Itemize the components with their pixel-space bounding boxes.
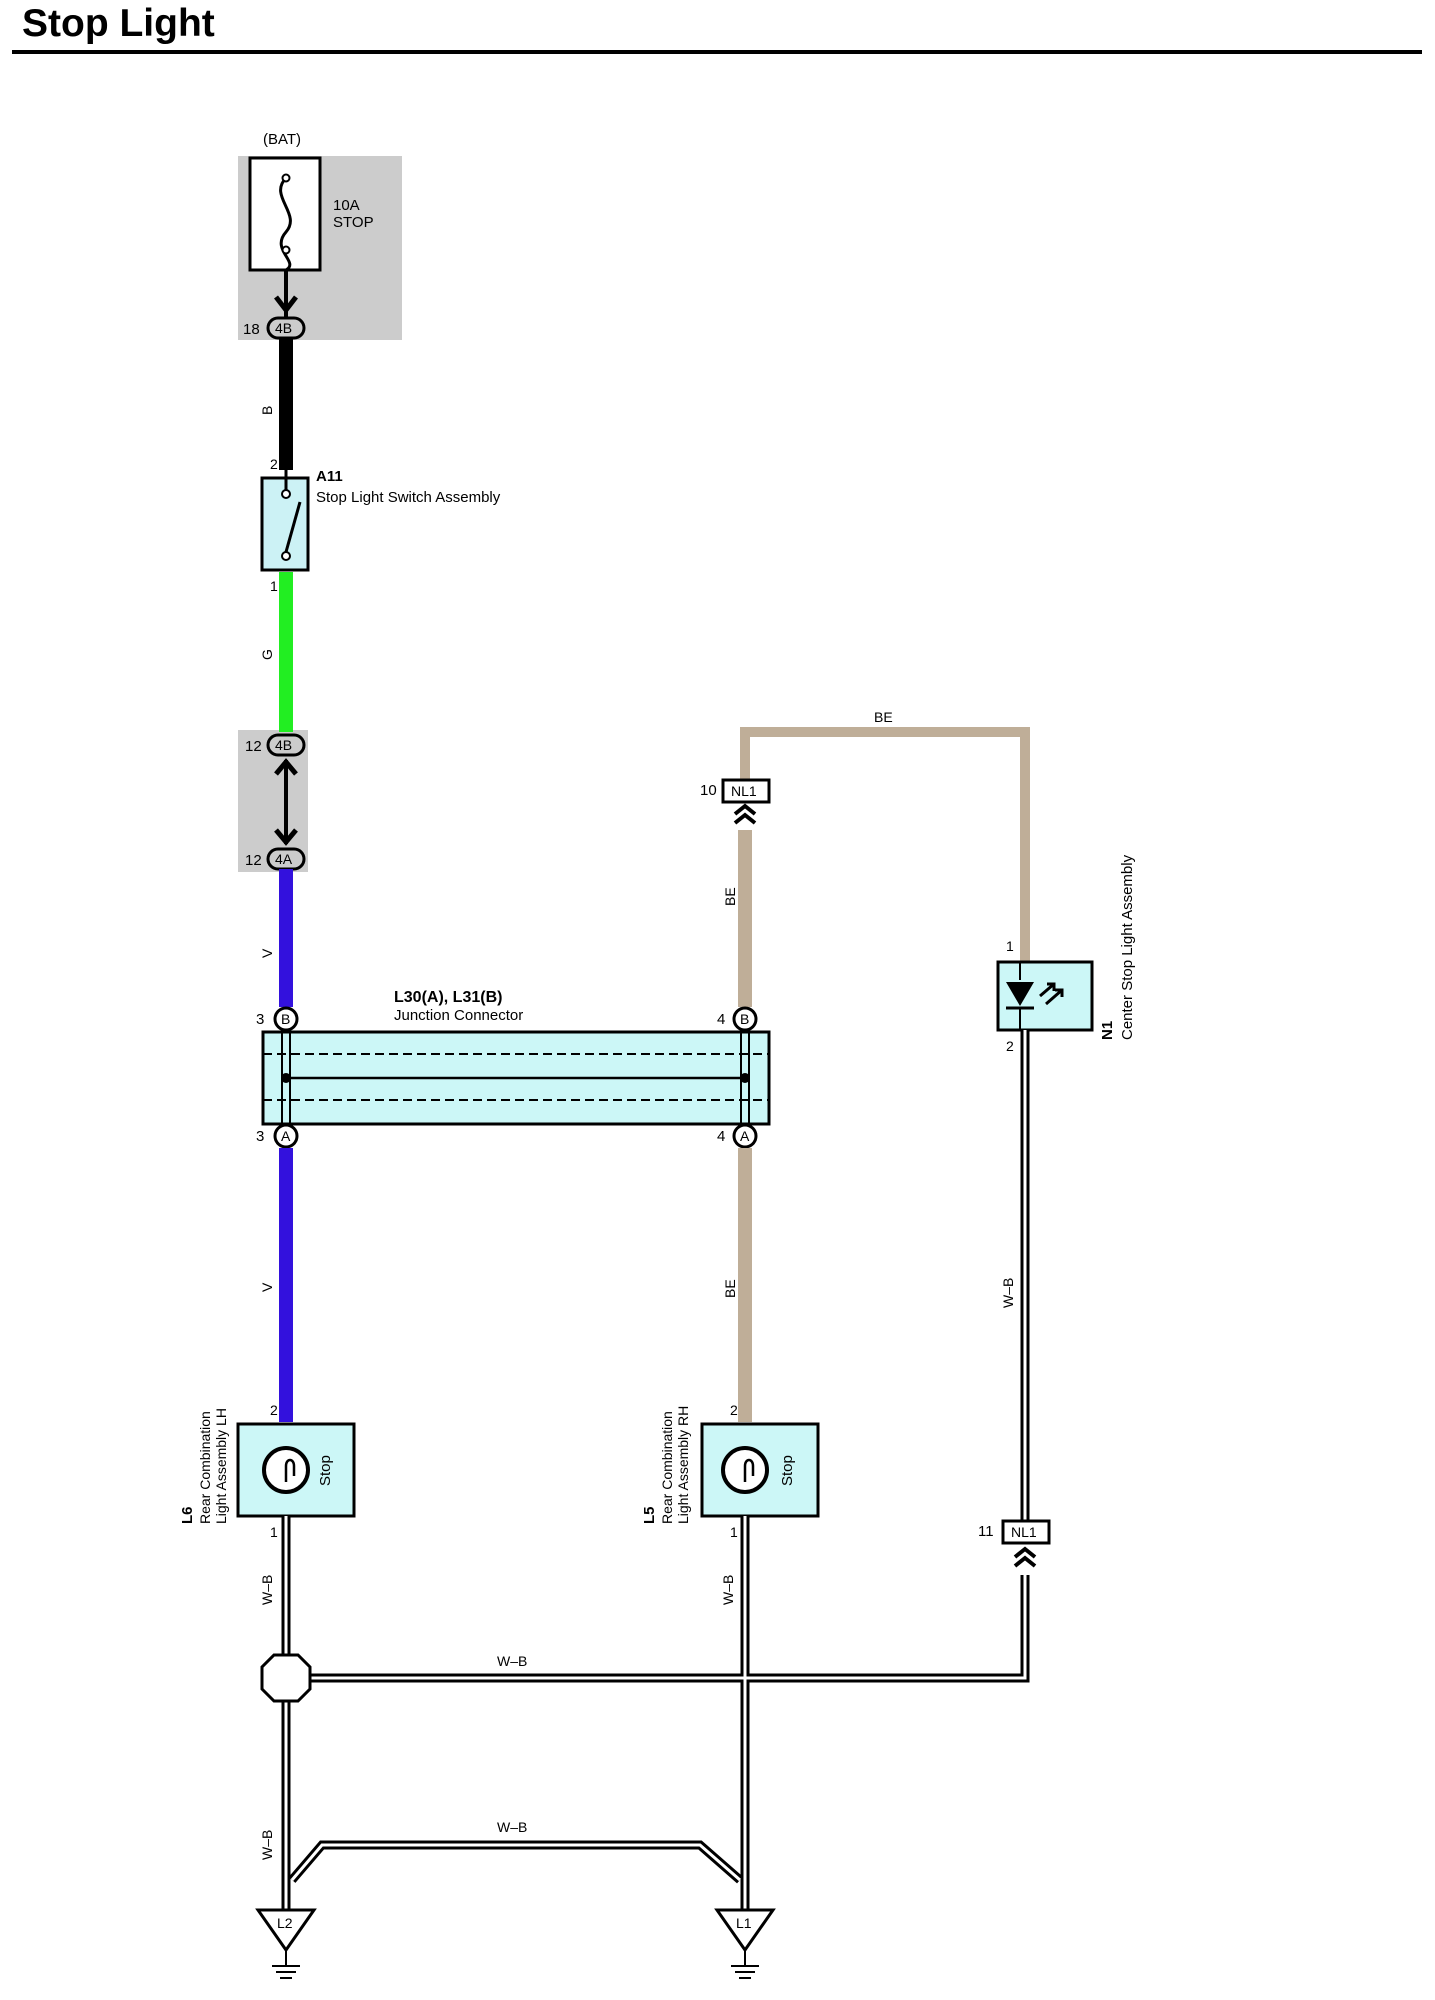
junction-node-left	[281, 1073, 291, 1083]
fuse-source-label: (BAT)	[263, 131, 301, 148]
center-stop-light[interactable]	[996, 960, 1094, 1032]
pin-18-label: 18	[243, 321, 260, 338]
wire-g-label: G	[259, 649, 275, 660]
junction-pin-b-left-label: B	[281, 1011, 290, 1027]
wire-be-top	[740, 727, 1030, 962]
junction-name: Junction Connector	[394, 1007, 523, 1024]
connector-nl1-top-label: NL1	[731, 783, 757, 799]
connector-nl1-bottom[interactable]	[1001, 1519, 1051, 1545]
connector-nl1-bottom-label: NL1	[1011, 1524, 1037, 1540]
l6-pin-2: 2	[270, 1402, 278, 1418]
connector-4b-mid[interactable]	[266, 733, 306, 757]
wire-wb-bottom-label: W–B	[259, 1830, 275, 1860]
fuse-icon	[279, 176, 292, 272]
bulb-filament-lh	[284, 1458, 296, 1482]
ground-l2[interactable]	[255, 1908, 317, 1953]
l6-bulb-label: Stop	[317, 1455, 334, 1486]
wire-wb-lower-label: W–B	[497, 1819, 527, 1835]
junction-pin-4-lower: 4	[717, 1128, 725, 1145]
l6-line1: Rear Combination	[197, 1411, 213, 1524]
connector-link-arrow-up	[274, 758, 298, 776]
ground-l2-label: L2	[277, 1915, 293, 1931]
pin-12-upper: 12	[245, 738, 262, 755]
wire-wb-lh-label: W–B	[259, 1575, 275, 1605]
a11-pin-2: 2	[270, 456, 278, 472]
nl1-bottom-arrow-1	[1013, 1546, 1037, 1559]
page-title: Stop Light	[22, 2, 215, 45]
nl1-top-arrow-2	[733, 812, 757, 825]
nl1-bottom-arrow-2	[1013, 1555, 1037, 1568]
connector-4b-top[interactable]	[266, 316, 306, 340]
fuse-terminal-bottom	[281, 245, 291, 255]
junction-pin-3-upper: 3	[256, 1011, 264, 1028]
wire-wb-right-label: W–B	[1000, 1278, 1016, 1308]
wire-b-label: B	[259, 406, 275, 415]
junction-node-right	[740, 1073, 750, 1083]
l6-line2: Light Assembly LH	[213, 1408, 229, 1524]
l5-bulb-label: Stop	[779, 1455, 796, 1486]
n1-name: Center Stop Light Assembly	[1119, 854, 1136, 1040]
a11-name: Stop Light Switch Assembly	[316, 489, 501, 506]
led-emit-arrow-1	[1039, 982, 1056, 998]
fuse-terminal-top	[281, 173, 291, 183]
n1-pin-2: 2	[1006, 1038, 1014, 1054]
fuse-name-label: STOP	[333, 214, 374, 231]
wire-be-top-label: BE	[874, 709, 893, 725]
connector-nl1-top[interactable]	[721, 778, 771, 804]
junction-pin-a-left-label: A	[281, 1128, 291, 1144]
ground-l1-label: L1	[736, 1915, 752, 1931]
l5-pin-2: 2	[730, 1402, 738, 1418]
l6-pin-1: 1	[270, 1524, 278, 1540]
bulb-filament-rh	[743, 1458, 755, 1482]
switch-contact-top	[281, 489, 291, 499]
l6-id: L6	[179, 1506, 196, 1524]
junction-pin-a-right[interactable]	[732, 1123, 758, 1149]
wire-wb-mid-label: W–B	[497, 1653, 527, 1669]
wire-v-lower-label: V	[259, 1282, 275, 1292]
n1-id: N1	[1099, 1021, 1116, 1040]
wire-be-upper-label: BE	[722, 887, 738, 906]
junction-pin-a-left[interactable]	[273, 1123, 299, 1149]
l5-pin-1: 1	[730, 1524, 738, 1540]
connector-link-arrow-down	[274, 828, 298, 846]
connector-4b-top-label: 4B	[275, 320, 292, 336]
led-emit-arrow-2	[1045, 988, 1064, 1006]
junction-pin-a-right-label: A	[740, 1128, 750, 1144]
connector-4b-mid-label: 4B	[275, 737, 292, 753]
junction-id: L30(A), L31(B)	[394, 989, 502, 1006]
a11-pin-1: 1	[270, 578, 278, 594]
fuse-rating-label: 10A	[333, 197, 360, 214]
connector-4a-mid-label: 4A	[275, 851, 293, 867]
l5-line1: Rear Combination	[659, 1411, 675, 1524]
l5-line2: Light Assembly RH	[675, 1406, 691, 1524]
n1-pin-1: 1	[1006, 938, 1014, 954]
junction-pin-3-lower: 3	[256, 1128, 264, 1145]
fuse-lead-arrow	[274, 295, 298, 315]
a11-id: A11	[316, 468, 343, 485]
ground-wiring-inner	[284, 1516, 1027, 1912]
nl1-top-arrow-1	[733, 803, 757, 816]
l5-id: L5	[641, 1506, 658, 1524]
wire-be-lower-label: BE	[722, 1279, 738, 1298]
title-rule	[12, 50, 1422, 54]
junction-pin-4-upper: 4	[717, 1011, 725, 1028]
wire-v-upper-label: V	[259, 948, 275, 958]
junction-pin-b-left[interactable]	[273, 1006, 299, 1032]
pin-12-lower: 12	[245, 852, 262, 869]
pin-10-label: 10	[700, 782, 717, 799]
junction-pin-b-right[interactable]	[732, 1006, 758, 1032]
pin-11-label: 11	[978, 1523, 994, 1540]
led-icon	[1006, 982, 1034, 1006]
wire-wb-rh-label: W–B	[720, 1575, 736, 1605]
switch-contact-bottom	[281, 551, 291, 561]
splice-point	[260, 1653, 312, 1703]
ground-l1[interactable]	[714, 1908, 776, 1953]
junction-pin-b-right-label: B	[740, 1011, 749, 1027]
ground-wiring-outer	[281, 1516, 1030, 1910]
switch-icon	[284, 501, 302, 553]
